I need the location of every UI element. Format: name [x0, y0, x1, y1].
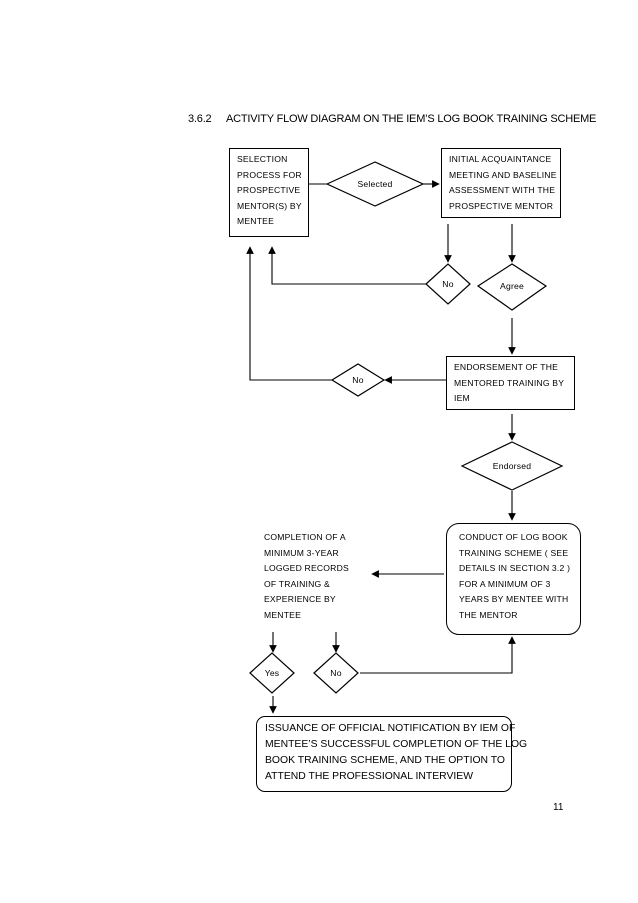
box-line: COMPLETION OF A [264, 532, 346, 542]
decision-yes-diamond [249, 652, 295, 694]
box-line: PROSPECTIVE MENTOR [449, 200, 554, 211]
box-line: DETAILS IN SECTION 3.2 ) [459, 563, 571, 573]
section-heading: 3.6.2 ACTIVITY FLOW DIAGRAM ON THE IEM’S … [188, 113, 596, 125]
box-line: SELECTION [237, 154, 288, 164]
box-line: MENTORED TRAINING BY [454, 377, 565, 388]
decision-agree-label: Agree [500, 281, 524, 291]
box-line: MENTEE’S SUCCESSFUL COMPLETION OF THE LO… [265, 739, 528, 750]
decision-no-1-label: No [442, 279, 454, 289]
box-line: ISSUANCE OF OFFICIAL NOTIFICATION BY IEM… [265, 723, 516, 734]
box-line: OF TRAINING & [264, 578, 330, 589]
box-line: MENTEE [264, 609, 302, 620]
box-initial-meeting: INITIAL ACQUAINTANCE MEETING AND BASELIN… [441, 148, 561, 218]
box-line: ATTEND THE PROFESSIONAL INTERVIEW [265, 771, 474, 782]
box-line: MENTOR(S) BY [237, 200, 302, 211]
decision-selected-diamond [325, 161, 425, 207]
box-line: TRAINING SCHEME ( SEE [459, 547, 569, 558]
decision-no-3-label: No [330, 668, 342, 678]
decision-agree-diamond [476, 263, 548, 311]
box-line: MENTEE [237, 216, 275, 226]
box-line: MINIMUM 3-YEAR [264, 547, 339, 558]
arrow-no-to-selection [268, 246, 426, 285]
arrow-no-to-conduct [360, 636, 516, 674]
box-line: CONDUCT OF LOG BOOK [459, 532, 568, 542]
box-line: BOOK TRAINING SCHEME, AND THE OPTION TO [265, 755, 505, 766]
box-line: YEARS BY MENTEE WITH [459, 594, 569, 604]
box-endorsement: ENDORSEMENT OF THE MENTORED TRAINING BY … [446, 356, 575, 410]
decision-no-2-diamond [330, 363, 386, 397]
section-number: 3.6.2 [188, 113, 212, 125]
decision-no-1-diamond [425, 263, 471, 305]
box-line: FOR A MINIMUM OF 3 [459, 578, 551, 589]
box-line: MEETING AND BASELINE [449, 169, 557, 180]
box-conduct-training: CONDUCT OF LOG BOOK TRAINING SCHEME ( SE… [446, 523, 581, 635]
box-completion-records: COMPLETION OF A MINIMUM 3-YEAR LOGGED RE… [256, 528, 359, 628]
section-title: ACTIVITY FLOW DIAGRAM ON THE IEM’S LOG B… [226, 113, 597, 125]
box-line: PROCESS FOR [237, 169, 302, 180]
box-issuance-notification: ISSUANCE OF OFFICIAL NOTIFICATION BY IEM… [256, 716, 528, 792]
decision-no-3-diamond [313, 652, 359, 694]
decision-no-2-label: No [352, 375, 364, 385]
decision-selected-label: Selected [357, 179, 393, 189]
box-line: ASSESSMENT WITH THE [449, 185, 556, 195]
page-number: 11 [553, 802, 564, 813]
box-line: LOGGED RECORDS [264, 563, 349, 573]
box-line: INITIAL ACQUAINTANCE [449, 154, 552, 164]
box-line: THE MENTOR [459, 609, 518, 620]
decision-endorsed-diamond [460, 441, 564, 491]
box-line: EXPERIENCE BY [264, 594, 336, 604]
box-line: ENDORSEMENT OF THE [454, 362, 559, 372]
arrow-no-to-selection-2 [246, 246, 332, 381]
box-selection-process: SELECTION PROCESS FOR PROSPECTIVE MENTOR… [229, 148, 309, 237]
decision-yes-label: Yes [264, 668, 280, 678]
box-line: PROSPECTIVE [237, 185, 301, 195]
decision-endorsed-label: Endorsed [492, 461, 532, 471]
box-line: IEM [454, 393, 470, 403]
